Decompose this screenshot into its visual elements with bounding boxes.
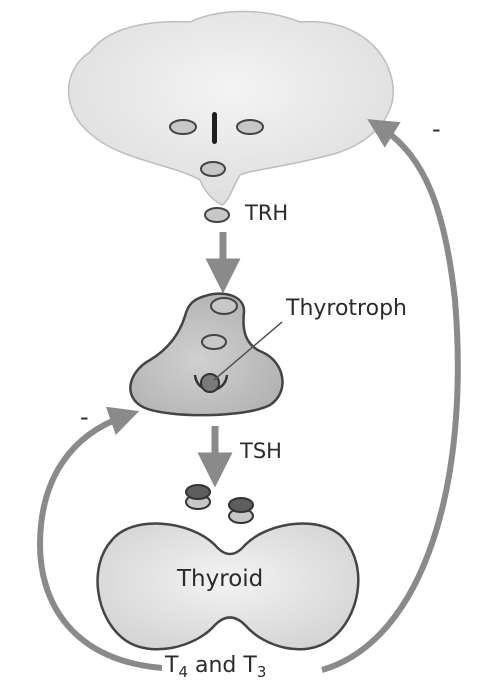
trh-label: TRH xyxy=(245,203,288,224)
hormone-letter-t3: T xyxy=(243,653,256,678)
tsh-label: TSH xyxy=(240,441,282,462)
tsh-granule-pair-left xyxy=(186,485,210,509)
tsh-granule-pair-right xyxy=(229,498,253,523)
hypothalamus-bar xyxy=(212,112,217,144)
negative-feedback-sign-pituitary: - xyxy=(80,405,89,429)
pituitary-shape xyxy=(130,294,282,416)
hypothalamus-granule-right xyxy=(237,120,263,134)
pituitary-granule-middle xyxy=(202,335,226,349)
t3-subscript: 3 xyxy=(257,663,267,681)
hypothalamus-granule-left xyxy=(170,120,196,134)
t4-t3-hormones-label: T4 and T3 xyxy=(165,655,266,680)
thyrotroph-nucleus xyxy=(201,374,219,392)
trh-granule xyxy=(205,208,229,222)
pituitary-granule-top xyxy=(211,298,237,314)
hormone-letter-t4: T xyxy=(165,653,178,678)
thyrotroph-label: Thyrotroph xyxy=(286,298,407,320)
hypothalamus-shape xyxy=(69,12,394,206)
t4-subscript: 4 xyxy=(178,663,188,681)
negative-feedback-sign-hypothalamus: - xyxy=(432,117,441,141)
hypothalamus-granule-lower xyxy=(201,162,225,176)
hormones-conjunction: and xyxy=(188,653,243,678)
thyroid-label: Thyroid xyxy=(177,568,263,591)
